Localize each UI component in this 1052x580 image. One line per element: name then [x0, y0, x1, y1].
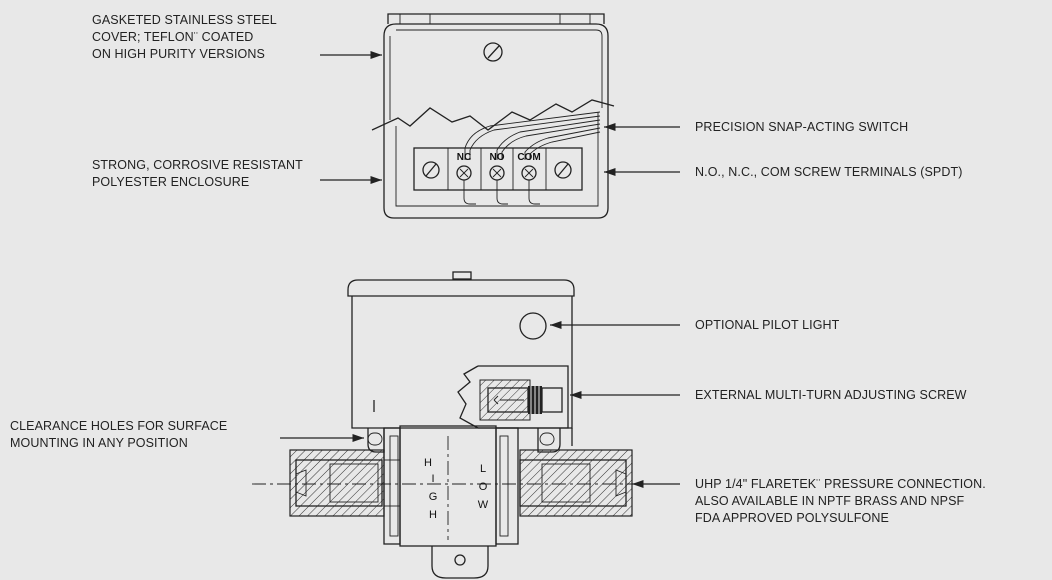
callout-enclosure-line-2: POLYESTER ENCLOSURE: [92, 175, 249, 189]
low-letter-1: L: [480, 463, 486, 475]
terminal-screw-left-icon: [422, 161, 440, 179]
callout-switch: PRECISION SNAP-ACTING SWITCH: [695, 120, 908, 134]
callout-holes: CLEARANCE HOLES FOR SURFACE MOUNTING IN …: [10, 419, 227, 450]
high-letter-3: G: [429, 491, 438, 503]
adjusting-screw-icon: [457, 365, 569, 429]
mounting-hole-right-icon: [537, 428, 561, 453]
pilot-light-icon: [519, 312, 547, 340]
callout-connection: UHP 1/4" FLARETEK¨ PRESSURE CONNECTION. …: [695, 477, 986, 525]
terminal-nc-label: NC: [457, 152, 471, 163]
terminal-com-label: COM: [517, 152, 540, 163]
terminal-screw-right-icon: [554, 161, 572, 179]
low-letter-3: W: [478, 499, 489, 511]
callout-connection-line-1: UHP 1/4" FLARETEK¨ PRESSURE CONNECTION.: [695, 477, 986, 491]
callout-cover-line-3: ON HIGH PURITY VERSIONS: [92, 47, 265, 61]
low-port-label: L O W: [478, 463, 489, 511]
mounting-hole-left-icon: [367, 428, 385, 453]
terminal-no-screw-icon: [489, 165, 505, 181]
callout-terminals: N.O., N.C., COM SCREW TERMINALS (SPDT): [695, 165, 962, 179]
cover-screw-icon: [483, 42, 503, 62]
high-letter-1: H: [424, 457, 432, 469]
callout-cover-line-1: GASKETED STAINLESS STEEL: [92, 13, 277, 27]
callout-enclosure-line-1: STRONG, CORROSIVE RESISTANT: [92, 158, 303, 172]
low-letter-2: O: [479, 481, 488, 493]
callout-connection-line-2: ALSO AVAILABLE IN NPTF BRASS AND NPSF: [695, 494, 965, 508]
callout-pilot-light: OPTIONAL PILOT LIGHT: [695, 318, 840, 332]
callout-adjusting-screw: EXTERNAL MULTI-TURN ADJUSTING SCREW: [695, 388, 967, 402]
mounting-tab-icon: [431, 546, 489, 579]
terminal-com-screw-icon: [521, 165, 537, 181]
callout-connection-line-3: FDA APPROVED POLYSULFONE: [695, 511, 889, 525]
top-view-housing: NC NO COM: [371, 13, 615, 219]
high-letter-2: I: [431, 473, 434, 485]
callout-cover: GASKETED STAINLESS STEEL COVER; TEFLON¨ …: [92, 13, 277, 61]
terminal-nc-screw-icon: [456, 165, 472, 181]
callout-holes-line-1: CLEARANCE HOLES FOR SURFACE: [10, 419, 227, 433]
high-letter-4: H: [429, 509, 437, 521]
terminal-no-label: NO: [490, 152, 505, 163]
callout-arrows: [280, 50, 680, 489]
callout-holes-line-2: MOUNTING IN ANY POSITION: [10, 436, 188, 450]
callout-enclosure: STRONG, CORROSIVE RESISTANT POLYESTER EN…: [92, 158, 303, 189]
side-view-body: [252, 271, 660, 579]
callout-cover-line-2: COVER; TEFLON¨ COATED: [92, 30, 253, 44]
high-port-label: H I G H: [424, 457, 437, 521]
